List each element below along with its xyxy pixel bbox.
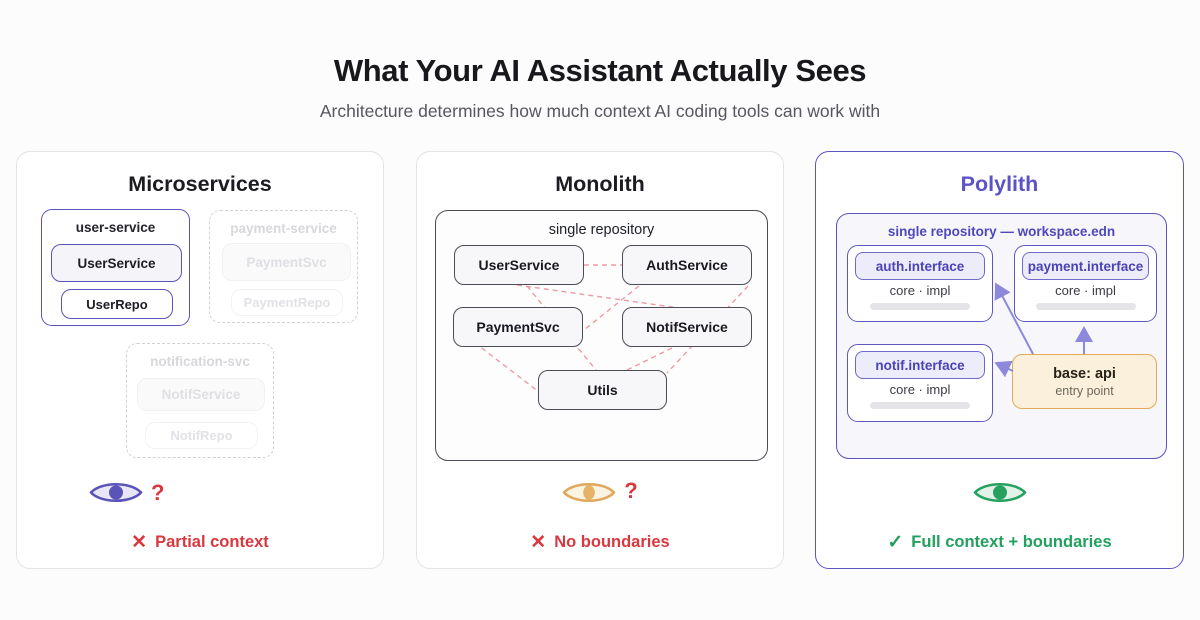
notif-service-class: NotifService bbox=[137, 378, 265, 411]
page-title: What Your AI Assistant Actually Sees bbox=[333, 53, 867, 88]
payment-service-label: payment-service bbox=[230, 221, 337, 236]
polylith-verdict-label: Full context + boundaries bbox=[911, 533, 1112, 551]
eye-unclear-icon bbox=[562, 482, 616, 503]
notif-repo-class: NotifRepo bbox=[145, 422, 258, 449]
microservices-panel: Microservices user-service UserService U… bbox=[16, 151, 384, 569]
monolith-title: Monolith bbox=[555, 172, 645, 196]
polylith-verdict: ✓ Full context + boundaries bbox=[816, 531, 1183, 554]
base-api-box: base: api entry point bbox=[1012, 354, 1157, 409]
cross-icon: ✕ bbox=[530, 532, 547, 553]
microservices-verdict: ✕ Partial context bbox=[17, 531, 383, 554]
monolith-repo-box: single repository UserService AuthServic… bbox=[435, 210, 768, 461]
mono-utils-box: Utils bbox=[538, 370, 667, 410]
dependency-arrows bbox=[994, 282, 1093, 378]
cross-icon: ✕ bbox=[131, 532, 148, 553]
mono-payment-svc-box: PaymentSvc bbox=[453, 307, 583, 347]
polylith-workspace-box: single repository — workspace.edn auth.i… bbox=[836, 213, 1167, 459]
polylith-repo-label: single repository — workspace.edn bbox=[887, 224, 1116, 239]
payment-impl-bar bbox=[1035, 303, 1136, 310]
notif-impl-bar bbox=[870, 402, 970, 409]
check-icon: ✓ bbox=[887, 532, 904, 553]
full-visibility-indicator bbox=[816, 479, 1183, 506]
user-service-box: user-service UserService UserRepo bbox=[41, 209, 190, 326]
user-service-class: UserService bbox=[51, 244, 182, 282]
payment-interface-pill: payment.interface bbox=[1022, 252, 1149, 280]
payment-repo-class: PaymentRepo bbox=[231, 289, 343, 316]
eye-full-icon bbox=[973, 482, 1026, 503]
question-mark: ? bbox=[151, 479, 165, 505]
polylith-panel: Polylith single repository — workspace.e… bbox=[815, 151, 1184, 569]
question-mark: ? bbox=[624, 477, 638, 503]
monolith-panel: Monolith single repository UserService A… bbox=[416, 151, 784, 569]
microservices-title: Microservices bbox=[128, 172, 272, 196]
base-api-label: base: api bbox=[1053, 365, 1116, 382]
partial-visibility-indicator: ? bbox=[89, 479, 164, 506]
notif-interface-pill: notif.interface bbox=[855, 351, 985, 379]
auth-core-impl-label: core · impl bbox=[889, 283, 951, 298]
eye-partial-icon bbox=[89, 482, 143, 503]
unclear-visibility-indicator: ? bbox=[417, 477, 783, 506]
payment-interface-component: payment.interface core · impl bbox=[1014, 245, 1157, 322]
notif-core-impl-label: core · impl bbox=[889, 382, 951, 397]
polylith-title: Polylith bbox=[960, 172, 1039, 196]
notification-svc-label: notification-svc bbox=[150, 354, 250, 369]
mono-auth-service-box: AuthService bbox=[622, 245, 752, 285]
auth-interface-component: auth.interface core · impl bbox=[847, 245, 993, 322]
entry-point-label: entry point bbox=[1055, 383, 1114, 398]
monolith-verdict: ✕ No boundaries bbox=[417, 531, 783, 554]
auth-impl-bar bbox=[870, 303, 970, 310]
monolith-repo-label: single repository bbox=[548, 222, 655, 238]
user-service-label: user-service bbox=[75, 220, 156, 235]
mono-user-service-box: UserService bbox=[454, 245, 584, 285]
page-subtitle: Architecture determines how much context… bbox=[319, 101, 881, 121]
notif-interface-component: notif.interface core · impl bbox=[847, 344, 993, 422]
monolith-verdict-label: No boundaries bbox=[554, 533, 670, 551]
payment-svc-class: PaymentSvc bbox=[222, 243, 351, 281]
auth-interface-pill: auth.interface bbox=[855, 252, 985, 280]
microservices-verdict-label: Partial context bbox=[155, 533, 269, 551]
notification-svc-ghost-box: notification-svc NotifService NotifRepo bbox=[126, 343, 274, 458]
payment-service-ghost-box: payment-service PaymentSvc PaymentRepo bbox=[209, 210, 358, 323]
user-repo-class: UserRepo bbox=[61, 289, 173, 319]
payment-core-impl-label: core · impl bbox=[1055, 283, 1116, 298]
mono-notif-service-box: NotifService bbox=[622, 307, 752, 347]
